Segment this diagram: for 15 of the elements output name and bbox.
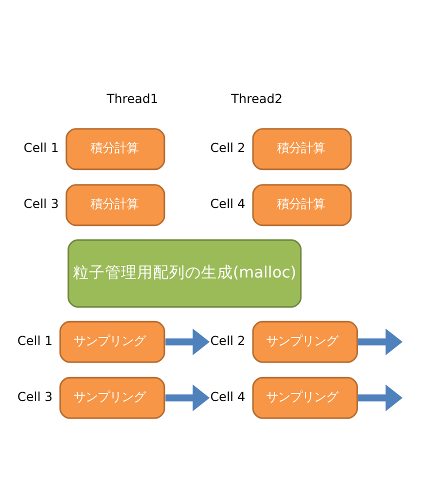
node-label: Cell 1 bbox=[24, 140, 59, 155]
label: Thread2 bbox=[231, 90, 283, 106]
arrow bbox=[358, 384, 403, 411]
node-label: Cell 2 bbox=[210, 332, 246, 348]
arrow bbox=[165, 328, 210, 355]
node-label: Cell 2 bbox=[210, 140, 246, 155]
node-label: Cell 1 bbox=[17, 332, 53, 348]
node-label: Cell 3 bbox=[17, 388, 53, 404]
arrow bbox=[358, 328, 403, 355]
node-label: Cell 4 bbox=[210, 196, 246, 211]
node-label: Cell 4 bbox=[210, 388, 246, 404]
node-label: Cell 3 bbox=[24, 196, 59, 211]
arrow bbox=[165, 384, 210, 411]
node-box: 粒子管理用配列の生成(malloc) bbox=[68, 238, 302, 308]
label: Thread1 bbox=[106, 90, 158, 106]
